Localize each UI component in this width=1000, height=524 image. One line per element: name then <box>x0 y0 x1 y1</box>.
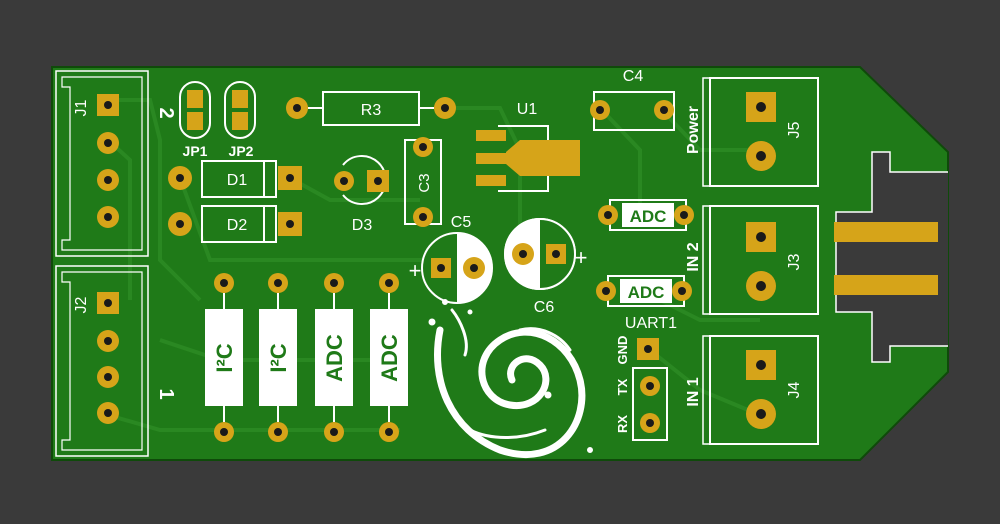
d1-label: D1 <box>227 172 248 189</box>
edge-pad-1 <box>834 222 938 242</box>
terminal-j3[interactable] <box>702 205 819 315</box>
c4-label: C4 <box>623 68 644 85</box>
power-label: Power <box>685 106 702 154</box>
i2c-a-label: I²C <box>212 343 237 372</box>
jp2-label: JP2 <box>229 143 254 159</box>
connector-j1[interactable] <box>55 70 149 257</box>
edge-pad-2 <box>834 275 938 295</box>
i2c-b-label: I²C <box>266 343 291 372</box>
j3-label: J3 <box>786 253 803 270</box>
capacitor-c6[interactable] <box>504 218 576 290</box>
resistor-adc-mid[interactable] <box>596 275 692 307</box>
number-2-label: 2 <box>155 107 177 118</box>
board-slot <box>835 151 948 363</box>
diode-d1[interactable] <box>168 160 302 198</box>
d2-label: D2 <box>227 217 248 234</box>
terminal-j5[interactable] <box>702 77 819 187</box>
uart1-label: UART1 <box>625 315 677 332</box>
adc-top-label: ADC <box>630 207 667 226</box>
adc-v2-label: ADC <box>377 334 402 382</box>
in1-label: IN 1 <box>685 377 702 406</box>
gnd-label: GND <box>615 336 630 365</box>
resistor-i2c-a[interactable] <box>205 273 243 442</box>
j5-label: J5 <box>786 121 803 138</box>
resistor-adc-v1[interactable] <box>315 273 353 442</box>
capacitor-c4[interactable] <box>590 91 675 131</box>
jumper-jp2[interactable] <box>224 81 256 139</box>
r3-label: R3 <box>361 102 382 119</box>
resistor-r3[interactable] <box>286 91 456 126</box>
resistor-adc-top[interactable] <box>598 199 694 231</box>
j1-label: J1 <box>73 99 90 116</box>
regulator-u1[interactable] <box>476 125 580 192</box>
d3-label: D3 <box>352 217 373 234</box>
tx-label: TX <box>615 378 630 395</box>
rx-label: RX <box>615 415 630 433</box>
swirl-logo-artwork <box>428 299 593 459</box>
diode-d2[interactable] <box>168 205 302 243</box>
adc-mid-label: ADC <box>628 283 665 302</box>
led-d3[interactable] <box>334 155 389 205</box>
c3-label: C3 <box>416 173 433 192</box>
number-1-label: 1 <box>155 388 177 399</box>
capacitor-c5[interactable] <box>421 232 493 304</box>
resistor-i2c-b[interactable] <box>259 273 297 442</box>
jp1-label: JP1 <box>183 143 208 159</box>
capacitor-c3[interactable] <box>404 137 442 227</box>
c5-label: C5 <box>451 214 472 231</box>
j2-label: J2 <box>73 296 90 313</box>
c6-polarity-label: + <box>575 245 588 270</box>
u1-label: U1 <box>517 101 538 118</box>
in2-label: IN 2 <box>685 242 702 271</box>
connector-j2[interactable] <box>55 265 149 457</box>
jumper-jp1[interactable] <box>179 81 211 139</box>
resistor-adc-v2[interactable] <box>370 273 408 442</box>
terminal-j4[interactable] <box>702 335 819 445</box>
header-uart1[interactable] <box>632 338 668 441</box>
j4-label: J4 <box>786 381 803 398</box>
adc-v1-label: ADC <box>322 334 347 382</box>
c6-label: C6 <box>534 299 555 316</box>
c5-polarity-label: + <box>409 258 422 283</box>
